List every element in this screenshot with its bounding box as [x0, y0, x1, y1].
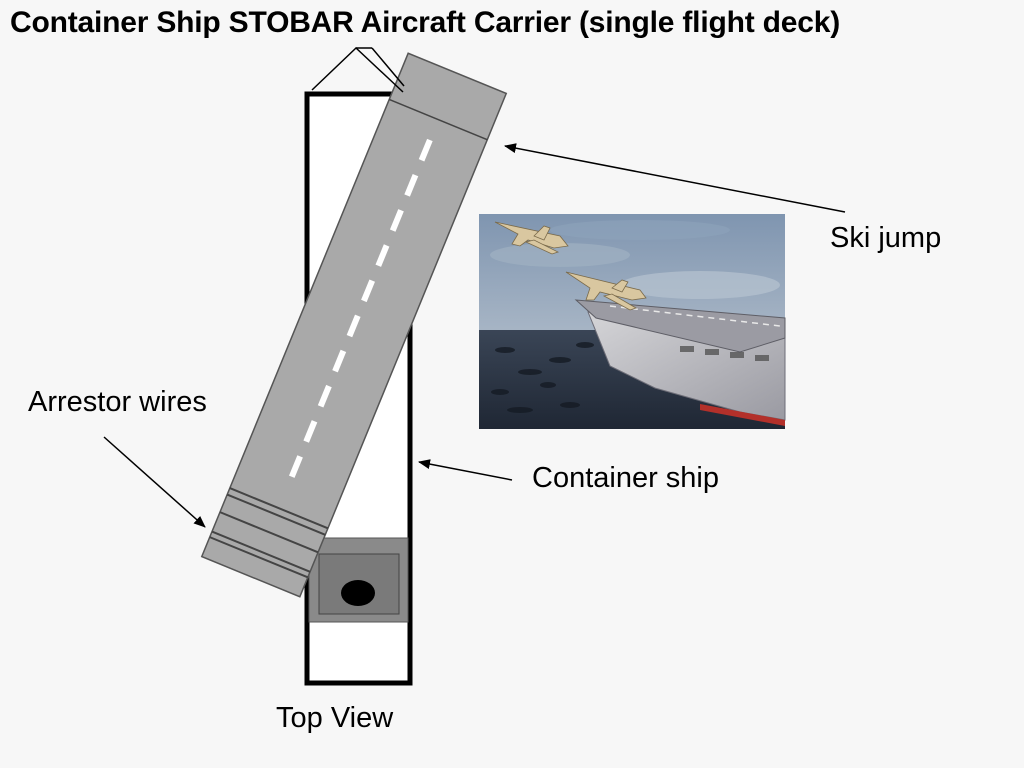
ski-jump-label: Ski jump	[830, 222, 942, 254]
ski-jump-edge	[388, 98, 488, 141]
arrestor-wires-label: Arrestor wires	[28, 386, 207, 418]
arrestor-wire-lines	[209, 487, 329, 579]
arrestor-wires-arrow	[103, 436, 206, 528]
ship-superstructure	[308, 537, 409, 623]
flight-deck	[200, 52, 508, 598]
container-ship-label: Container ship	[532, 462, 719, 494]
carrier-launch-photo	[479, 214, 786, 429]
top-view-label: Top View	[276, 702, 394, 734]
runway-centerline	[288, 138, 433, 478]
diagram-title: Container Ship STOBAR Aircraft Carrier (…	[10, 6, 841, 39]
title-pointer-lines	[311, 46, 405, 93]
funnel-icon	[341, 580, 375, 606]
container-ship-arrow	[418, 459, 513, 481]
ski-jump-arrow	[504, 143, 846, 213]
